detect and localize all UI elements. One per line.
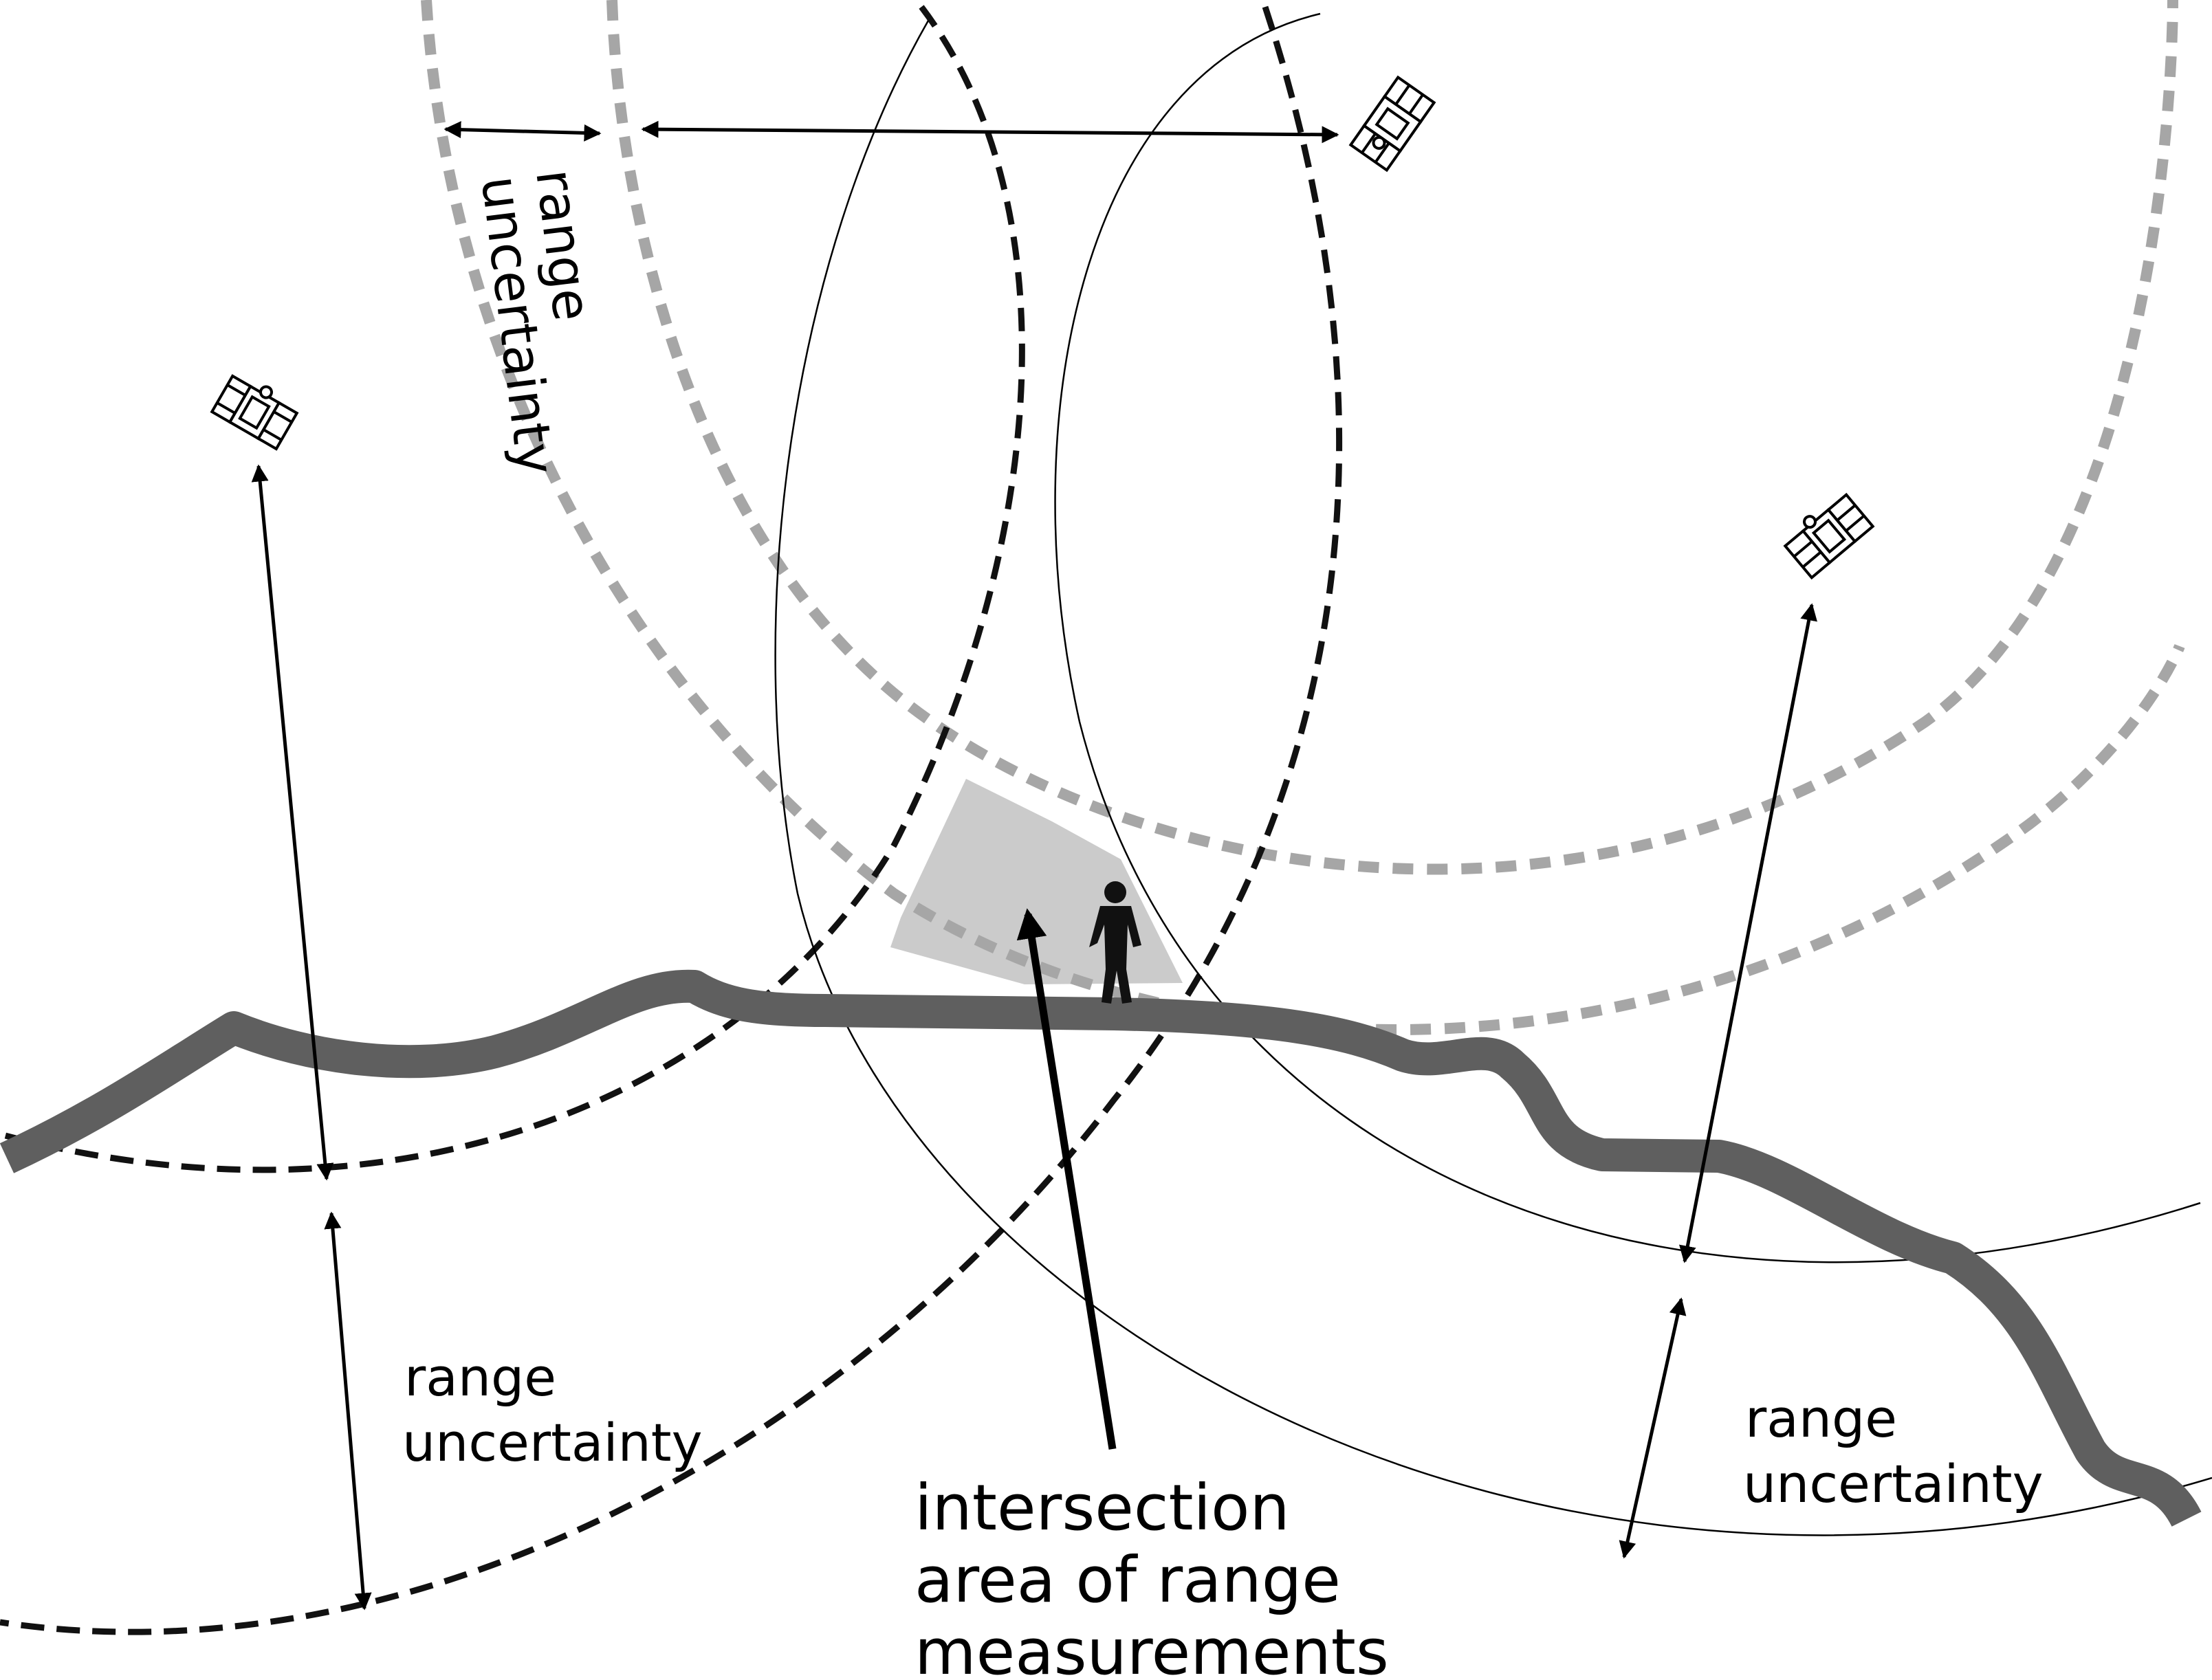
gray-range-circle-inner — [606, 0, 2178, 875]
road — [0, 969, 2202, 1527]
left-uncertainty-arrow — [324, 1211, 372, 1611]
right-uncertainty-arrow — [1619, 1297, 1687, 1559]
right-range-label: range uncertainty — [1743, 1388, 2044, 1514]
intersection-label: intersection area of range measurements — [915, 1471, 1389, 1680]
satellite-icon — [210, 374, 299, 451]
range-circles-black-dashed — [0, 5, 1343, 1635]
top-uncertainty-arrow — [444, 121, 602, 142]
person-icon — [1089, 881, 1141, 1004]
intersection-pointer-arrow — [1016, 908, 1117, 1450]
range-arrows — [251, 120, 1817, 1611]
top-range-label: range uncertainty — [470, 166, 622, 478]
dashed-range-circle-outer — [0, 5, 1343, 1635]
top-range-arrow — [641, 120, 1339, 144]
left-range-label: range uncertainty — [402, 1347, 703, 1473]
dashed-range-circle-inner — [0, 5, 1025, 1173]
satellite-icon — [1348, 75, 1436, 173]
satellite-icon — [1783, 492, 1875, 580]
thin-range-circle-inner — [1054, 12, 2201, 1263]
right-range-arrow — [1679, 603, 1817, 1263]
left-range-arrow — [251, 464, 334, 1181]
